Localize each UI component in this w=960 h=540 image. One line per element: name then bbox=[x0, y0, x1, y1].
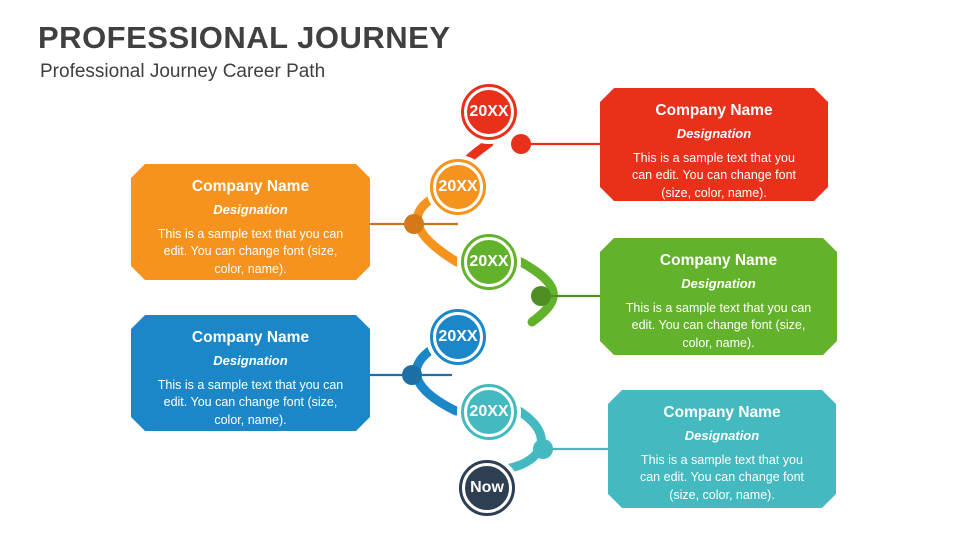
stem-dot-5 bbox=[533, 439, 553, 459]
curve-3-4 bbox=[516, 257, 558, 327]
stem-dot-3 bbox=[531, 286, 551, 306]
journey-card-1-company: Company Name bbox=[655, 102, 773, 119]
page-title: PROFESSIONAL JOURNEY bbox=[38, 20, 451, 55]
journey-card-4[interactable]: Company Name Designation This is a sampl… bbox=[131, 315, 370, 431]
page-subtitle: Professional Journey Career Path bbox=[40, 61, 326, 82]
stem-dot-4 bbox=[402, 365, 422, 385]
journey-card-1-designation: Designation bbox=[676, 125, 752, 141]
journey-card-5-designation: Designation bbox=[684, 427, 760, 443]
stem-dot-1 bbox=[511, 134, 531, 154]
milestone-node-4[interactable]: 20XX bbox=[426, 305, 490, 369]
journey-card-5-body: This is a sample text that you can edit.… bbox=[639, 452, 805, 503]
stem-dot-2 bbox=[404, 214, 424, 234]
journey-card-5[interactable]: Company Name Designation This is a sampl… bbox=[608, 390, 836, 508]
journey-card-1-body: This is a sample text that you can edit.… bbox=[631, 150, 797, 201]
milestone-node-5[interactable]: 20XX bbox=[457, 380, 521, 444]
journey-card-3-company: Company Name bbox=[659, 252, 778, 269]
milestone-node-2[interactable]: 20XX bbox=[426, 155, 490, 219]
milestone-node-4-label: 20XX bbox=[438, 328, 478, 345]
journey-card-4-company: Company Name bbox=[191, 329, 310, 346]
milestone-node-2-label: 20XX bbox=[438, 178, 478, 195]
milestone-node-3[interactable]: 20XX bbox=[457, 230, 521, 294]
milestone-node-5-inner: 20XX bbox=[464, 387, 514, 437]
journey-card-5-company: Company Name bbox=[663, 404, 781, 421]
milestone-node-3-label: 20XX bbox=[469, 253, 509, 270]
milestone-node-3-inner: 20XX bbox=[464, 237, 514, 287]
milestone-node-1[interactable]: 20XX bbox=[457, 80, 521, 144]
journey-card-3[interactable]: Company Name Designation This is a sampl… bbox=[600, 238, 837, 355]
journey-card-1[interactable]: Company Name Designation This is a sampl… bbox=[600, 88, 828, 201]
milestone-node-4-inner: 20XX bbox=[433, 312, 483, 362]
journey-card-2-designation: Designation bbox=[213, 201, 288, 217]
milestone-node-2-inner: 20XX bbox=[433, 162, 483, 212]
journey-card-3-body: This is a sample text that you can edit.… bbox=[625, 300, 812, 351]
milestone-node-5-label: 20XX bbox=[469, 403, 509, 420]
journey-card-2-body: This is a sample text that you can edit.… bbox=[157, 226, 344, 277]
journey-card-4-body: This is a sample text that you can edit.… bbox=[157, 377, 344, 428]
milestone-node-now-inner: Now bbox=[462, 463, 512, 513]
milestone-node-1-label: 20XX bbox=[469, 103, 509, 120]
milestone-node-now-label: Now bbox=[470, 479, 504, 496]
journey-card-2-company: Company Name bbox=[191, 178, 310, 195]
journey-card-4-designation: Designation bbox=[213, 352, 288, 368]
milestone-node-now[interactable]: Now bbox=[455, 456, 519, 520]
milestone-node-1-inner: 20XX bbox=[464, 87, 514, 137]
journey-card-3-designation: Designation bbox=[681, 275, 756, 291]
journey-card-2[interactable]: Company Name Designation This is a sampl… bbox=[131, 164, 370, 280]
